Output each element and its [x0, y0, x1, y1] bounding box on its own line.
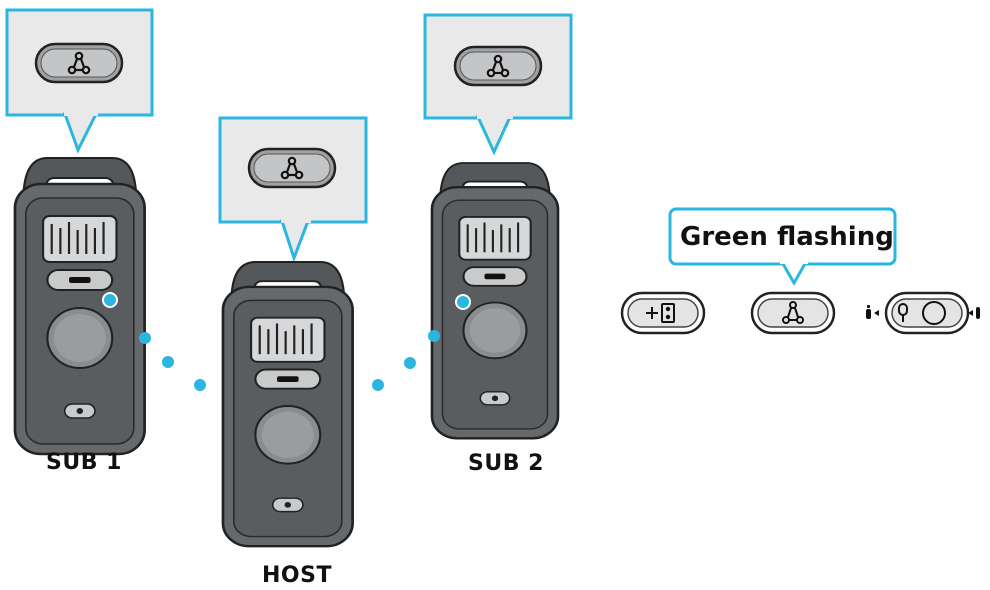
speaker-host: [221, 260, 354, 548]
sub1-callout: [5, 8, 154, 154]
sub2-callout: [423, 13, 573, 156]
add-source-icon: [646, 303, 675, 323]
party-link-icon: [782, 301, 804, 324]
party-link-icon: [247, 147, 337, 189]
speaker-sub2: [430, 161, 560, 440]
mic-high-icon: [968, 307, 980, 319]
sub1-label: SUB 1: [46, 450, 122, 475]
connection-dots-left: [102, 292, 206, 391]
party-button[interactable]: [750, 291, 836, 335]
speaker-sub1: [13, 156, 146, 456]
status-callout: [668, 207, 897, 287]
mic-volume-control[interactable]: [866, 291, 980, 335]
party-link-icon: [453, 45, 543, 87]
add-source-button[interactable]: [620, 291, 706, 335]
status-text: Green flashing: [680, 222, 894, 252]
host-label: HOST: [262, 563, 332, 588]
mic-volume-icon: [898, 301, 946, 325]
sub2-label: SUB 2: [468, 451, 544, 476]
party-link-icon: [34, 42, 124, 84]
connection-dots-right: [372, 294, 471, 391]
mic-low-icon: [866, 305, 879, 319]
host-callout: [218, 116, 368, 263]
